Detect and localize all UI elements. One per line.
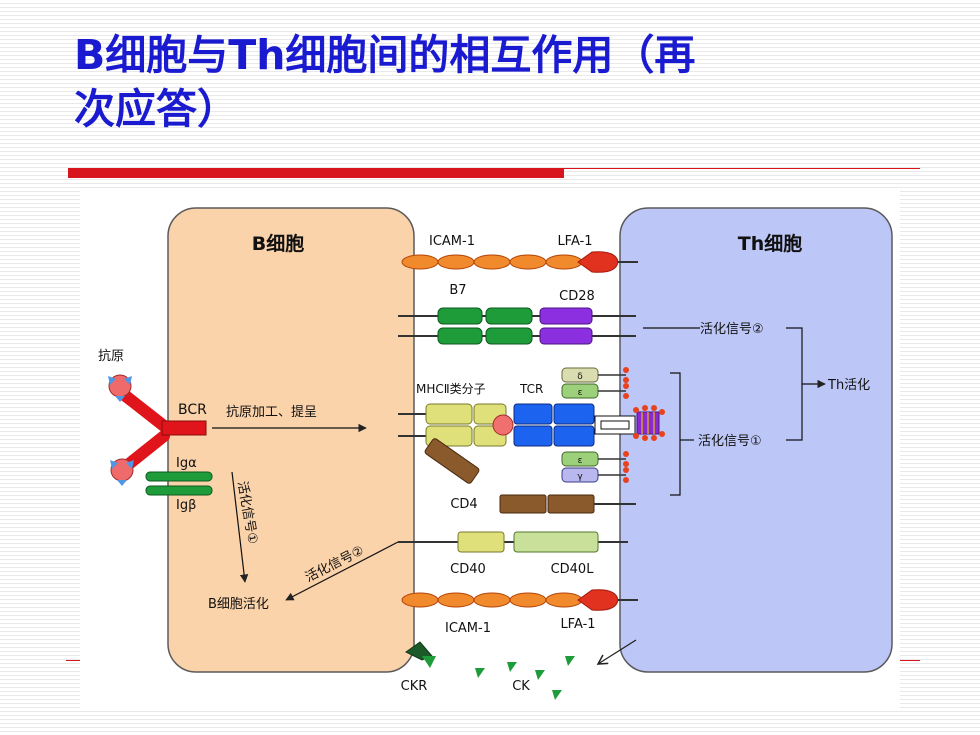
title-divider-line (564, 168, 920, 169)
icam1-chain-top (401, 254, 585, 270)
th-activation-label: Th活化 (827, 378, 870, 393)
lfa1-top-label: LFA-1 (557, 234, 592, 249)
cd3-gamma-label: γ (577, 472, 583, 482)
icam1-bottom-label: ICAM-1 (445, 621, 491, 636)
cd40l-label: CD40L (551, 562, 595, 577)
cd3-chain-delta: δ (561, 367, 629, 383)
b-th-interaction-diagram: B细胞 Th细胞 ICAM-1 LFA-1 B7 CD28 活化信号② Th活化… (80, 190, 900, 710)
title-accent-bar (68, 168, 564, 178)
cytokine-receptor (405, 641, 436, 668)
b7-molecule (437, 307, 533, 345)
th-cell-label: Th细胞 (738, 232, 803, 255)
cd3-chain-epsilon-upper: ε (561, 383, 629, 399)
slide-title: B细胞与Th细胞间的相互作用（再 次应答） (74, 28, 914, 136)
igb-label: Igβ (176, 498, 196, 513)
th-cell (619, 207, 893, 673)
cytokine-secretion-arrow (596, 639, 637, 665)
cd40-molecule (457, 531, 505, 553)
cd3-epsilon-upper-label: ε (578, 388, 583, 398)
cd3-chain-gamma: γ (561, 467, 629, 483)
bcr-label: BCR (178, 402, 207, 418)
zeta-chain (633, 405, 665, 441)
lfa1-head-bottom (577, 589, 619, 611)
ck-label: CK (512, 679, 530, 694)
cd3-chain-epsilon-lower: ε (561, 451, 629, 467)
cytokine-particles (475, 656, 575, 700)
antigen-peptide (492, 414, 514, 436)
b-cell-label: B细胞 (252, 232, 304, 255)
iga-label: Igα (176, 456, 197, 471)
cd40-label: CD40 (450, 562, 486, 577)
antigen-processing-label: 抗原加工、提呈 (226, 404, 317, 420)
antigen-label: 抗原 (98, 349, 124, 364)
cd3-epsilon-lower-label: ε (578, 456, 583, 466)
tcr-label: TCR (519, 382, 543, 396)
icam1-chain-bottom (401, 592, 585, 608)
title-line-2: 次应答） (74, 85, 238, 133)
cd4-molecule (424, 438, 636, 514)
cd3-delta-label: δ (577, 372, 583, 382)
footer-rule-right (900, 660, 920, 661)
b7-label: B7 (449, 283, 466, 298)
signal1-th-label: 活化信号① (698, 434, 762, 449)
signal1-b-arrow (231, 471, 249, 583)
icam1-top-label: ICAM-1 (429, 234, 475, 249)
lfa1-bottom-label: LFA-1 (560, 617, 595, 632)
cd28-molecule (539, 307, 593, 345)
iga-igb-heterodimer (145, 471, 213, 496)
signal2-b-arrow (285, 541, 399, 601)
cd28-label: CD28 (559, 289, 595, 304)
b-cell (167, 207, 415, 673)
cd40l-molecule (513, 531, 599, 553)
signal2-th-label: 活化信号② (700, 322, 764, 337)
cd4-label: CD4 (450, 497, 477, 512)
antigen-particle-top (108, 374, 132, 402)
antigen-particle-bottom (110, 458, 134, 486)
ckr-label: CKR (401, 679, 428, 694)
b-activation-label: B细胞活化 (208, 597, 269, 612)
mhc-label: MHCⅡ类分子 (416, 382, 486, 396)
lfa1-head-top (577, 251, 619, 273)
title-line-1: B细胞与Th细胞间的相互作用（再 (74, 31, 696, 79)
tcr-molecule (513, 403, 636, 447)
footer-rule-left (66, 660, 80, 661)
